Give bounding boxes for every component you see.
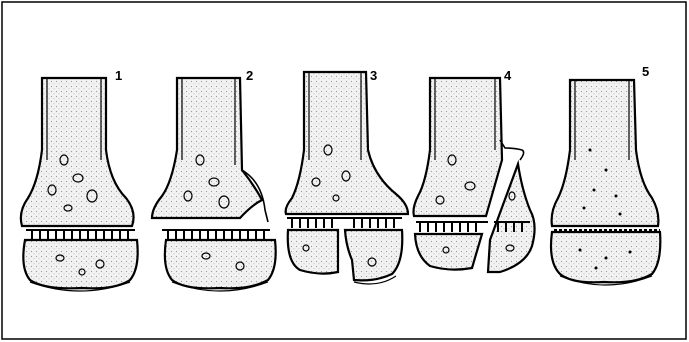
bone-4-label: 4: [504, 68, 512, 83]
bone-2-epiphysis: [165, 240, 276, 288]
bone-3-label: 3: [370, 68, 377, 83]
bone-3-epiphysis-right: [345, 230, 402, 280]
bone-5-label: 5: [642, 64, 649, 79]
bone-1-label: 1: [115, 68, 122, 83]
bone-2-label: 2: [246, 68, 253, 83]
bone-3-epiphysis-left: [288, 230, 338, 274]
bone-1-epiphysis: [23, 240, 137, 288]
